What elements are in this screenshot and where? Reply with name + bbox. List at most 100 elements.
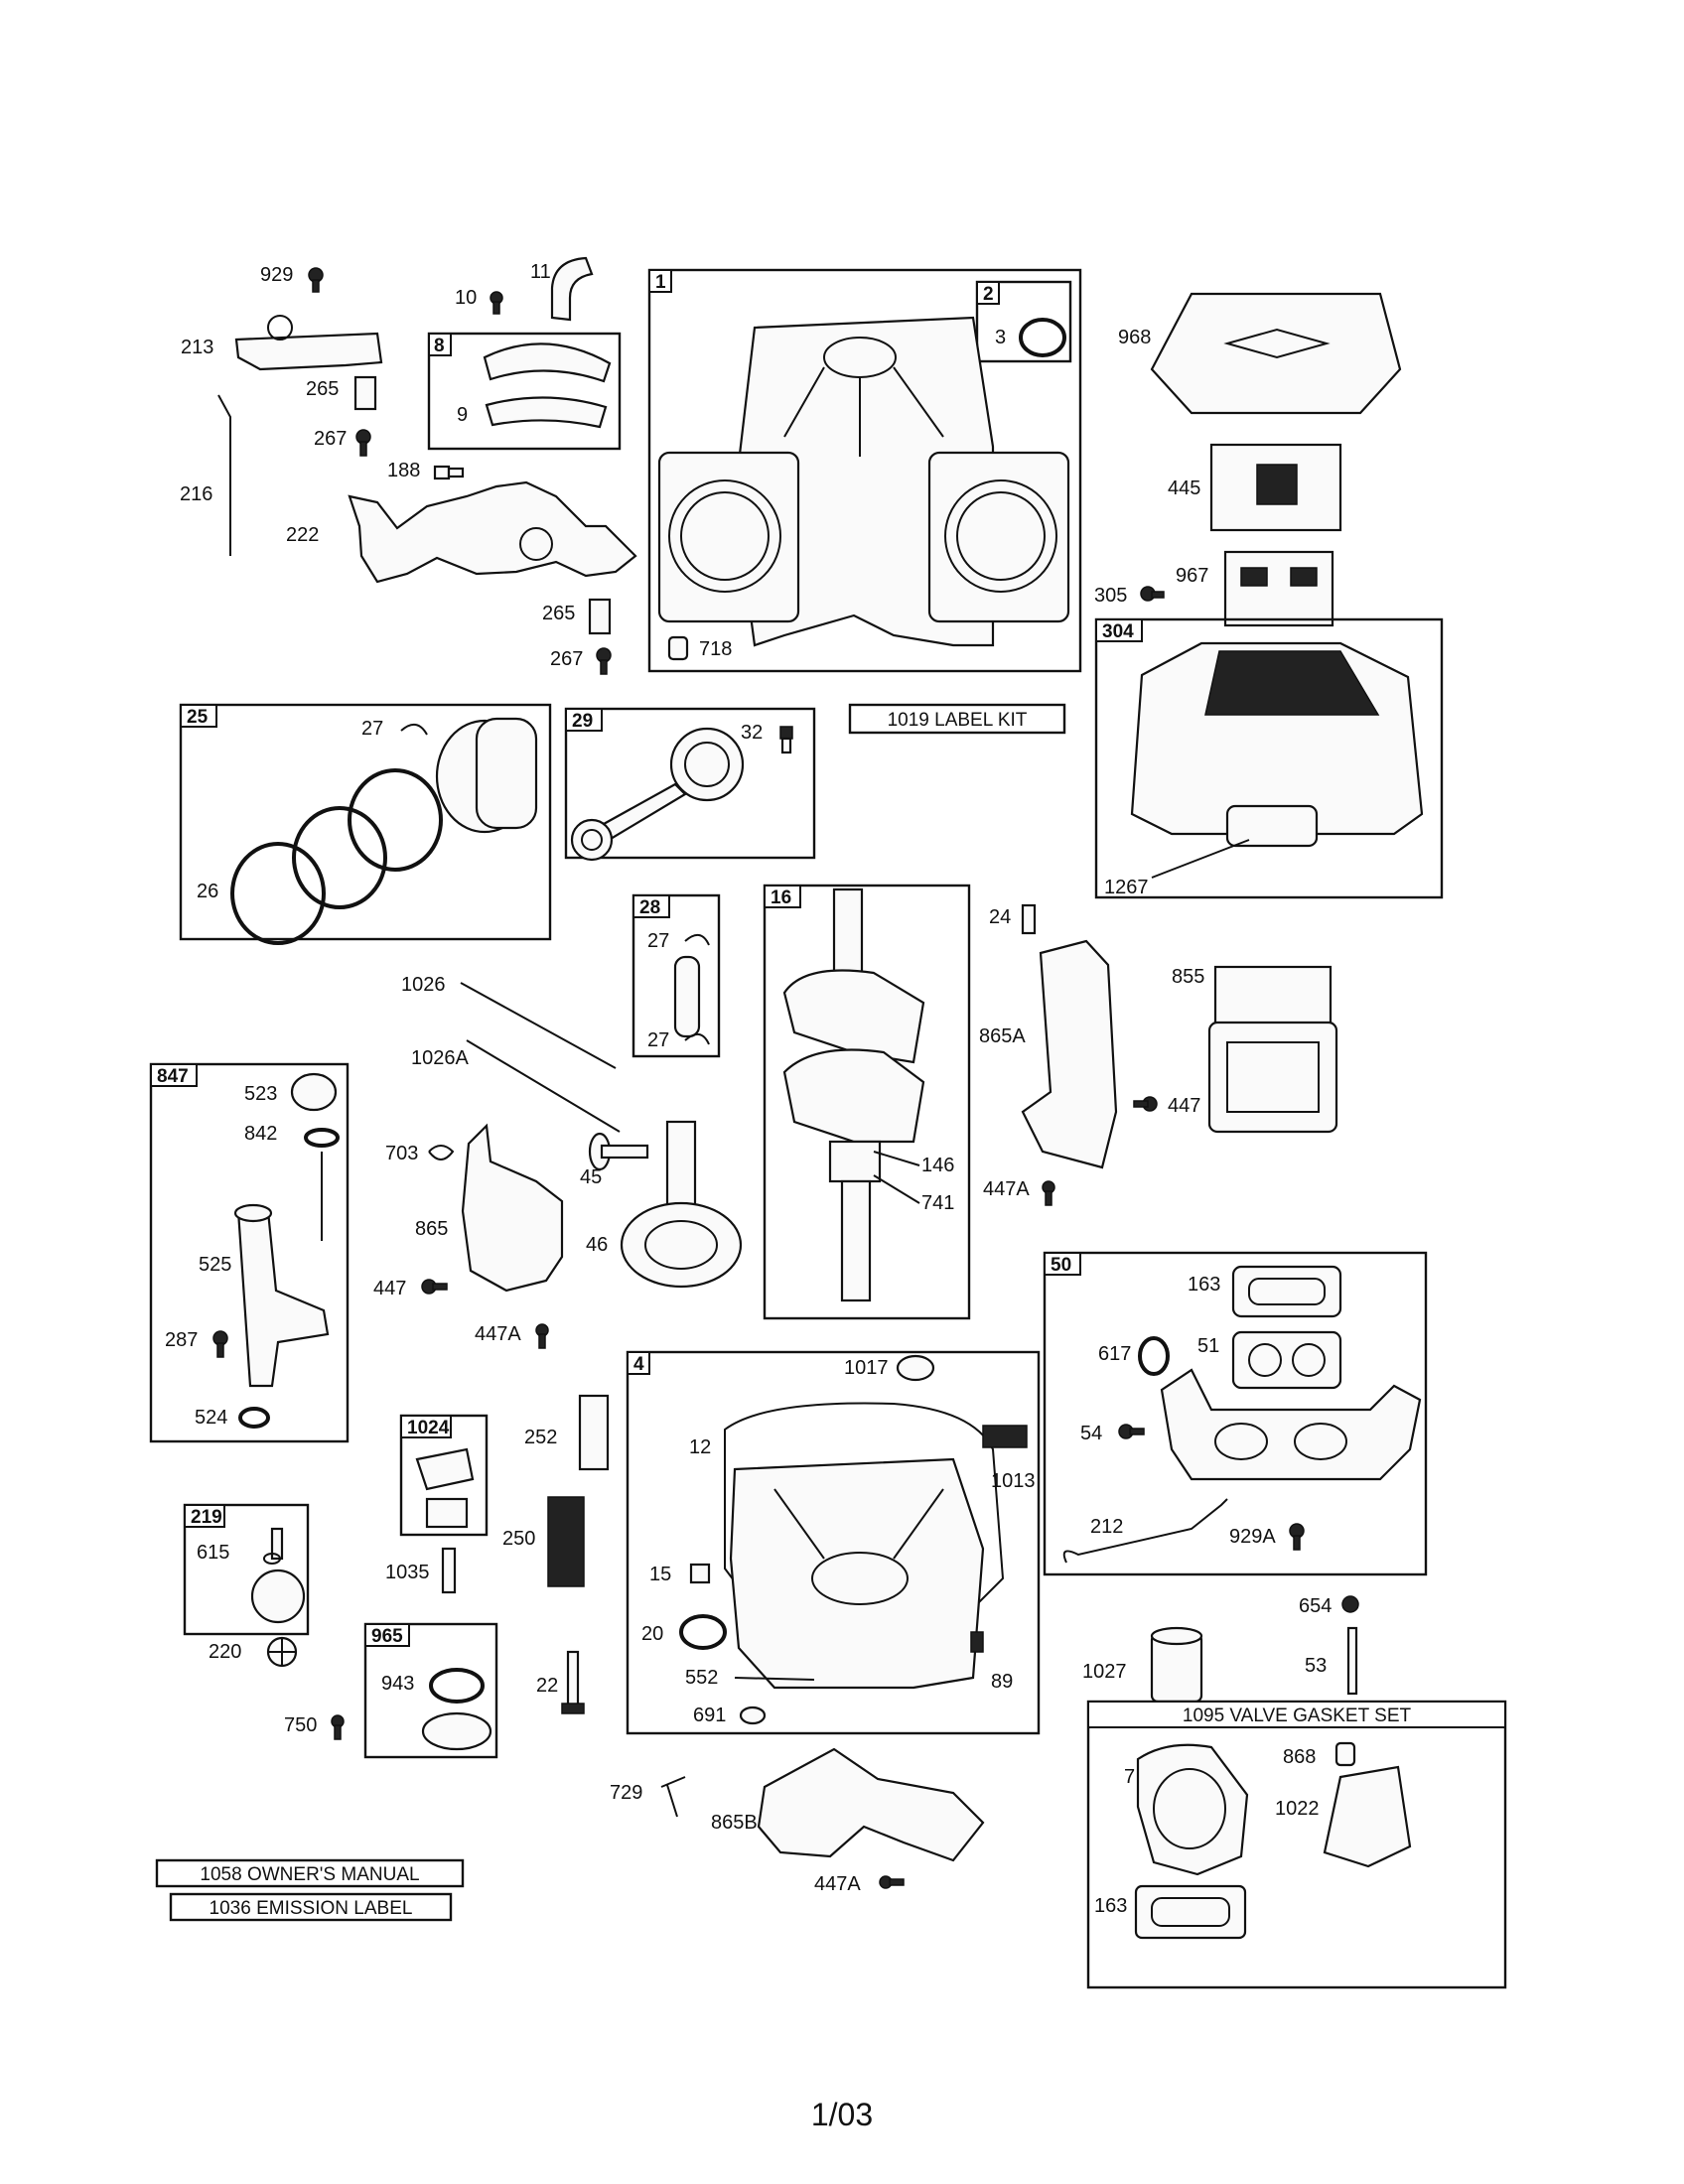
camshaft-46-icon	[620, 1120, 743, 1289]
box-label-304: 304	[1102, 621, 1134, 642]
box-304	[1094, 617, 1444, 899]
callout-7: 7	[1124, 1766, 1135, 1788]
screw-89-icon	[970, 1631, 984, 1653]
dipstick-cap-523-icon	[290, 1072, 338, 1112]
callout-447Ab: 447A	[475, 1323, 521, 1345]
callout-252: 252	[524, 1427, 557, 1448]
fuel-area: 219 615 220 750 965 943	[183, 1503, 498, 1759]
dipstick-box: 847 523 842 525 287 524	[149, 1062, 350, 1443]
callout-265: 265	[306, 378, 339, 400]
screw-287-icon	[212, 1330, 228, 1358]
screw-267-icon	[355, 429, 371, 457]
callout-865A: 865A	[979, 1025, 1026, 1047]
dowel-24-icon	[1021, 903, 1037, 935]
part-219-stem-icon	[270, 1527, 284, 1561]
link-212-icon	[1062, 1498, 1228, 1564]
bolt-22-icon	[561, 1650, 585, 1714]
oring-524-icon	[238, 1407, 270, 1429]
pin-729-icon	[660, 1776, 686, 1818]
bolt-188-icon	[433, 465, 465, 480]
intake-855-icon	[1207, 965, 1338, 1134]
callout-929: 929	[260, 264, 293, 286]
screw-447Ab-icon	[535, 1323, 549, 1349]
lower-baffle-area: 729 865B 447A	[610, 1747, 985, 1895]
callout-46: 46	[586, 1234, 608, 1256]
rectifier-area: 1024 252 250 1035 22	[385, 1394, 610, 1714]
page-number: 1/03	[810, 2097, 874, 2132]
head-gasket-7-icon	[1136, 1743, 1249, 1876]
callout-22: 22	[536, 1675, 558, 1697]
callout-447A: 447A	[983, 1178, 1030, 1200]
callout-53: 53	[1305, 1655, 1327, 1677]
bracket-222-icon	[348, 480, 637, 584]
part-1035-icon	[441, 1547, 457, 1594]
callout-27c: 27	[647, 1029, 669, 1051]
sump-body-icon	[729, 1457, 985, 1690]
baffle-865-icon	[461, 1123, 564, 1293]
callout-447Ac: 447A	[814, 1873, 861, 1895]
callout-617: 617	[1098, 1343, 1131, 1365]
callout-267: 267	[314, 428, 347, 450]
callout-9: 9	[457, 404, 468, 426]
sump-box: 4 1017 12 1013 15 20 552 691 89	[626, 1350, 1041, 1735]
lifter-45-icon	[588, 1132, 649, 1171]
seal-943-icon	[429, 1668, 485, 1704]
callout-691: 691	[693, 1705, 726, 1726]
callout-27: 27	[361, 718, 383, 740]
callout-967: 967	[1176, 565, 1208, 587]
gasket-163b-icon	[1134, 1884, 1247, 1940]
part-252-icon	[578, 1394, 610, 1471]
breather-gasket-9-icon	[485, 396, 608, 429]
callout-447b: 447	[373, 1278, 406, 1299]
callout-750: 750	[284, 1714, 317, 1736]
piston-pin-icon	[673, 955, 701, 1038]
callout-654: 654	[1299, 1595, 1332, 1617]
box-label-1024: 1024	[407, 1418, 450, 1438]
screw-750-icon	[331, 1714, 345, 1740]
callout-842: 842	[244, 1123, 277, 1145]
callout-943: 943	[381, 1673, 414, 1695]
screw-54-icon	[1118, 1424, 1145, 1439]
air-filter-area: 968 445 967 305 304 1267	[1094, 292, 1444, 899]
box-label-8: 8	[434, 336, 445, 356]
label-kit-box	[848, 703, 1066, 735]
callout-703: 703	[385, 1143, 418, 1164]
screw-929-icon	[308, 267, 324, 293]
callout-1027: 1027	[1082, 1661, 1127, 1683]
callout-24: 24	[989, 906, 1011, 928]
screw-447Ac-icon	[879, 1875, 905, 1889]
callout-523: 523	[244, 1083, 277, 1105]
seal-868-icon	[1334, 1741, 1356, 1767]
part-250-icon	[547, 1496, 585, 1587]
clip-27-icon	[400, 724, 428, 736]
gasket-163-icon	[1231, 1265, 1342, 1318]
label-kit-text: 1019 LABEL KIT	[888, 710, 1028, 731]
clip-265-icon	[353, 375, 377, 411]
callout-929A: 929A	[1229, 1526, 1276, 1548]
cover-gasket-1022-icon	[1323, 1765, 1412, 1868]
callout-865B: 865B	[711, 1812, 758, 1834]
cylinder-box: 1 2 3 718	[647, 268, 1082, 673]
callout-718: 718	[699, 638, 732, 660]
callout-15: 15	[649, 1564, 671, 1585]
callout-265b: 265	[542, 603, 575, 624]
governor-link-216-icon	[217, 394, 231, 556]
crankshaft-icon	[782, 887, 925, 1302]
box-label-4: 4	[633, 1354, 644, 1375]
screw-447-icon	[1133, 1096, 1158, 1112]
stud-53-icon	[1346, 1626, 1358, 1696]
screw-305-icon	[1140, 586, 1165, 602]
part-1024-bottom-icon	[425, 1497, 469, 1529]
pre-cleaner-967-icon	[1223, 550, 1334, 627]
callout-188: 188	[387, 460, 420, 481]
dowel-718-icon	[667, 635, 689, 661]
callout-51: 51	[1197, 1335, 1219, 1357]
pushrod-1026A-icon	[466, 1039, 621, 1133]
screw-447A-icon	[1042, 1180, 1055, 1206]
cover-965-icon	[421, 1711, 492, 1751]
screw-447b-icon	[421, 1279, 448, 1295]
callout-89: 89	[991, 1671, 1013, 1693]
rod-box: 29 32	[564, 707, 816, 862]
callout-1026A: 1026A	[411, 1047, 469, 1069]
air-cover-968-icon	[1150, 292, 1402, 415]
